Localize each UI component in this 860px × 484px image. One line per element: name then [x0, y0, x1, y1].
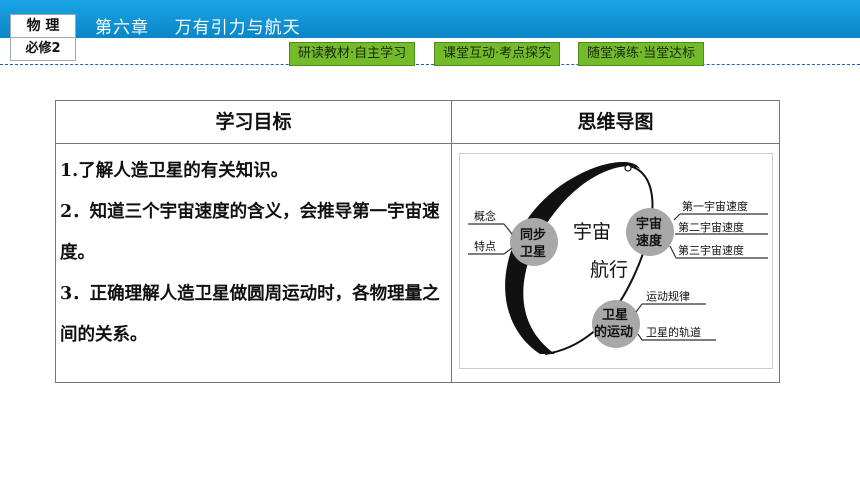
mind-map-header: 思维导图 — [577, 111, 654, 133]
volume-tab: 必修2 — [10, 38, 76, 61]
nav-button-practice[interactable]: 随堂演练·当堂达标 — [578, 42, 705, 66]
branch-third-velocity: 第三宇宙速度 — [678, 243, 744, 257]
header-divider — [0, 64, 860, 65]
node-sync-line1: 同步 — [520, 227, 546, 243]
node-motion-line2: 的运动 — [594, 324, 633, 340]
node-sync-satellite — [510, 218, 558, 266]
node-sync-line2: 卫星 — [520, 245, 546, 260]
node-velocity-line2: 速度 — [636, 233, 663, 249]
node-cosmic-velocity — [626, 208, 674, 256]
title-bar — [0, 0, 860, 38]
subject-tab: 物 理 — [10, 14, 76, 38]
node-motion-line1: 卫星 — [602, 308, 628, 323]
mind-map: 宇宙 航行 同步 卫星 概念 特点 宇宙 速度 第一宇宙速度 第二宇宙速度 第三… — [459, 153, 773, 369]
nav-button-explore[interactable]: 课堂互动·考点探究 — [434, 42, 561, 66]
objectives-table: 学习目标 思维导图 1.了解人造卫星的有关知识。 2．知道三个宇宙速度的含义，会… — [55, 100, 780, 383]
branch-concept: 概念 — [474, 209, 496, 223]
center-node-line2: 航行 — [590, 259, 628, 281]
branch-first-velocity: 第一宇宙速度 — [682, 199, 748, 213]
center-node-line1: 宇宙 — [573, 221, 611, 243]
branch-second-velocity: 第二宇宙速度 — [678, 220, 744, 234]
orbit-dot — [624, 164, 632, 172]
node-velocity-line1: 宇宙 — [636, 216, 662, 232]
mind-map-diagram: 宇宙 航行 同步 卫星 概念 特点 宇宙 速度 第一宇宙速度 第二宇宙速度 第三… — [468, 162, 768, 355]
goal-item: 3．正确理解人造卫星做圆周运动时，各物理量之间的关系。 — [60, 284, 440, 345]
learning-goals-header: 学习目标 — [215, 111, 292, 133]
table-header-row — [56, 101, 779, 144]
orbit-ring — [505, 162, 640, 354]
goal-item: 1.了解人造卫星的有关知识。 — [60, 161, 289, 181]
branch-feature: 特点 — [474, 239, 496, 253]
nav-button-study[interactable]: 研读教材·自主学习 — [289, 42, 416, 66]
branch-orbit: 卫星的轨道 — [646, 325, 701, 339]
orbit-thin — [544, 165, 654, 355]
chapter-title: 第六章 万有引力与航天 — [95, 18, 301, 38]
branch-motion-law: 运动规律 — [646, 289, 690, 303]
goals-list: 1.了解人造卫星的有关知识。 2．知道三个宇宙速度的含义，会推导第一宇宙速度。 … — [60, 151, 444, 356]
node-satellite-motion — [592, 300, 640, 348]
goal-item: 2．知道三个宇宙速度的含义，会推导第一宇宙速度。 — [60, 202, 440, 263]
table-column-divider — [451, 101, 452, 382]
